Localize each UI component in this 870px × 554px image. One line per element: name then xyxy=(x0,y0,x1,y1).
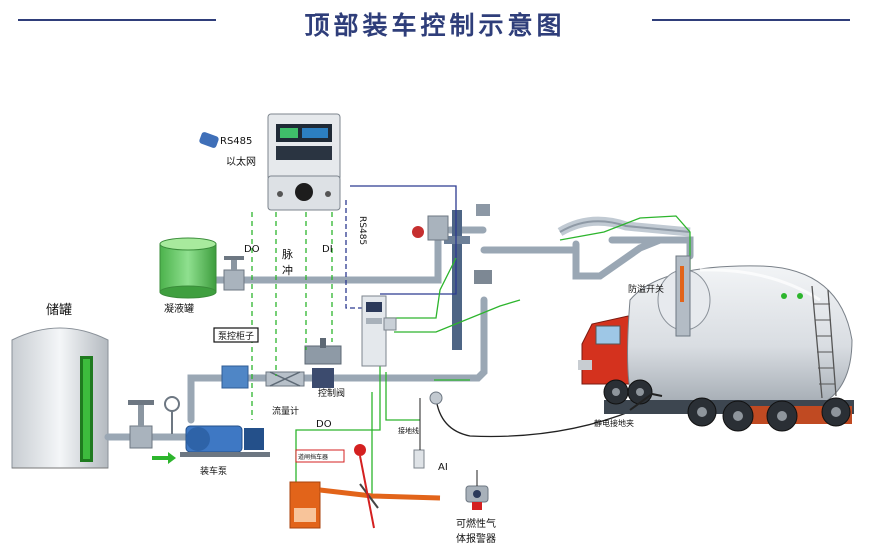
rs485-side-label: RS485 xyxy=(357,216,367,245)
loading-arm xyxy=(557,216,691,237)
do-bottom-label: DO xyxy=(316,419,332,430)
gas-alarm-label-1: 可燃性气 xyxy=(456,517,496,530)
flow-meter xyxy=(265,371,305,387)
ground-clamp xyxy=(629,392,663,411)
gas-alarm-label-2: 体报警器 xyxy=(456,532,496,545)
rs485-top-label: RS485 xyxy=(220,136,252,147)
remote-device xyxy=(199,132,219,148)
static-ground-clamp-label: 静电接地夹 xyxy=(594,418,634,428)
batch-controller xyxy=(267,113,341,211)
flow-arrow xyxy=(152,452,176,464)
ai-label: AI xyxy=(438,462,448,473)
di-label: DI xyxy=(322,244,333,255)
valve-riser xyxy=(412,215,449,241)
condensate-tank xyxy=(159,237,217,299)
red-beacon xyxy=(354,444,375,529)
control-valve-label: 控制阀 xyxy=(318,387,345,399)
condensate-tank-label: 凝液罐 xyxy=(164,302,194,315)
overfill-switch-label: 防溢开关 xyxy=(628,283,664,295)
flow-meter-label: 流量计 xyxy=(272,405,299,417)
strainer xyxy=(221,365,249,389)
pulse-label-2: 冲 xyxy=(282,263,293,277)
gate-valve-tank xyxy=(128,400,154,449)
pump-control-box-frame xyxy=(213,327,259,343)
control-valve xyxy=(304,338,342,388)
page-title: 顶部装车控制示意图 xyxy=(304,11,566,40)
pulse-label-1: 脉 xyxy=(282,247,293,261)
valve-condensate xyxy=(223,256,245,291)
signal-wires xyxy=(251,185,691,500)
barrier-gate xyxy=(289,449,441,529)
storage-tank-label: 储罐 xyxy=(46,303,72,318)
grounding-wire-label: 接地线 xyxy=(398,426,419,435)
do-top-label: DO xyxy=(244,244,260,255)
loading-column xyxy=(444,204,492,350)
storage-tank xyxy=(11,327,109,469)
pump-control-box-label: 泵控柜子 xyxy=(218,330,254,342)
pressure-gauge xyxy=(164,396,180,434)
ethernet-label: 以太网 xyxy=(226,155,256,168)
field-terminal xyxy=(361,295,397,367)
barrier-label: 道闸挡车器 xyxy=(298,453,328,461)
tanker-truck xyxy=(578,255,854,432)
loading-pump-label: 装车泵 xyxy=(200,465,227,477)
gas-detector xyxy=(465,470,489,510)
ground-indicator xyxy=(413,391,443,469)
loading-pump xyxy=(180,425,270,457)
header-line-right xyxy=(652,19,850,21)
header-line-left xyxy=(18,19,216,21)
